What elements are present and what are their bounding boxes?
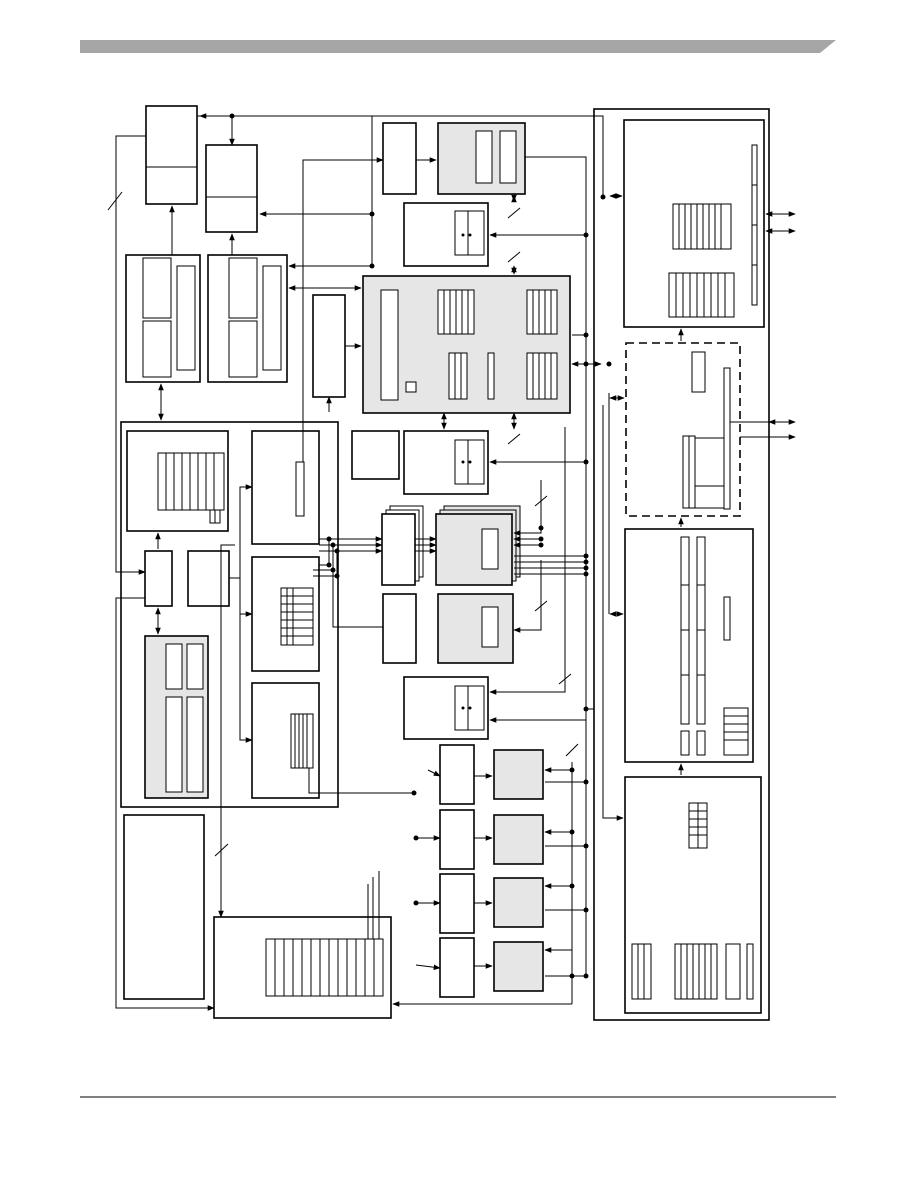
block-ctrl-mid xyxy=(382,593,417,664)
block-pair-3-right xyxy=(493,877,544,928)
block-right-top xyxy=(623,119,765,328)
block-unit-1 xyxy=(251,430,320,545)
cache-array xyxy=(157,452,225,511)
block-storage-a xyxy=(125,254,201,383)
block-storage-b xyxy=(207,254,288,383)
block-io-1 xyxy=(403,202,489,267)
block-stack-shaded xyxy=(435,513,513,586)
junction-dots xyxy=(229,113,612,979)
block-right-mid xyxy=(624,528,754,763)
block-core-small-b xyxy=(187,550,230,607)
block-small-square xyxy=(351,430,400,480)
block-stack-ctrl xyxy=(381,513,416,586)
block-bottom-center xyxy=(213,916,392,1019)
block-pair-4-right xyxy=(493,941,544,992)
block-ctrl-top xyxy=(382,122,417,195)
block-shaded-mid xyxy=(437,593,514,664)
block-pair-2-right xyxy=(493,814,544,865)
block-pair-3-left xyxy=(439,873,475,934)
block-pair-2-left xyxy=(439,809,475,870)
block-cache xyxy=(126,430,229,532)
block-right-dashed xyxy=(625,342,741,517)
block-core-small-a xyxy=(144,550,173,607)
block-bottom-left-plain xyxy=(123,814,205,1000)
bottom-center-array xyxy=(265,938,384,997)
header-bar xyxy=(80,40,836,53)
block-pair-1-right xyxy=(493,749,544,800)
block-top-left-b xyxy=(205,144,258,233)
block-bus-interface xyxy=(312,294,346,398)
block-left-group xyxy=(120,421,339,808)
block-right-group xyxy=(593,108,770,1021)
block-right-bottom xyxy=(624,776,762,1014)
block-pair-1-left xyxy=(439,744,475,805)
block-io-3 xyxy=(403,676,489,740)
block-unit-2 xyxy=(251,556,320,672)
block-pair-4-left xyxy=(439,937,475,998)
block-top-left-a xyxy=(145,105,198,205)
block-io-2 xyxy=(403,430,489,495)
